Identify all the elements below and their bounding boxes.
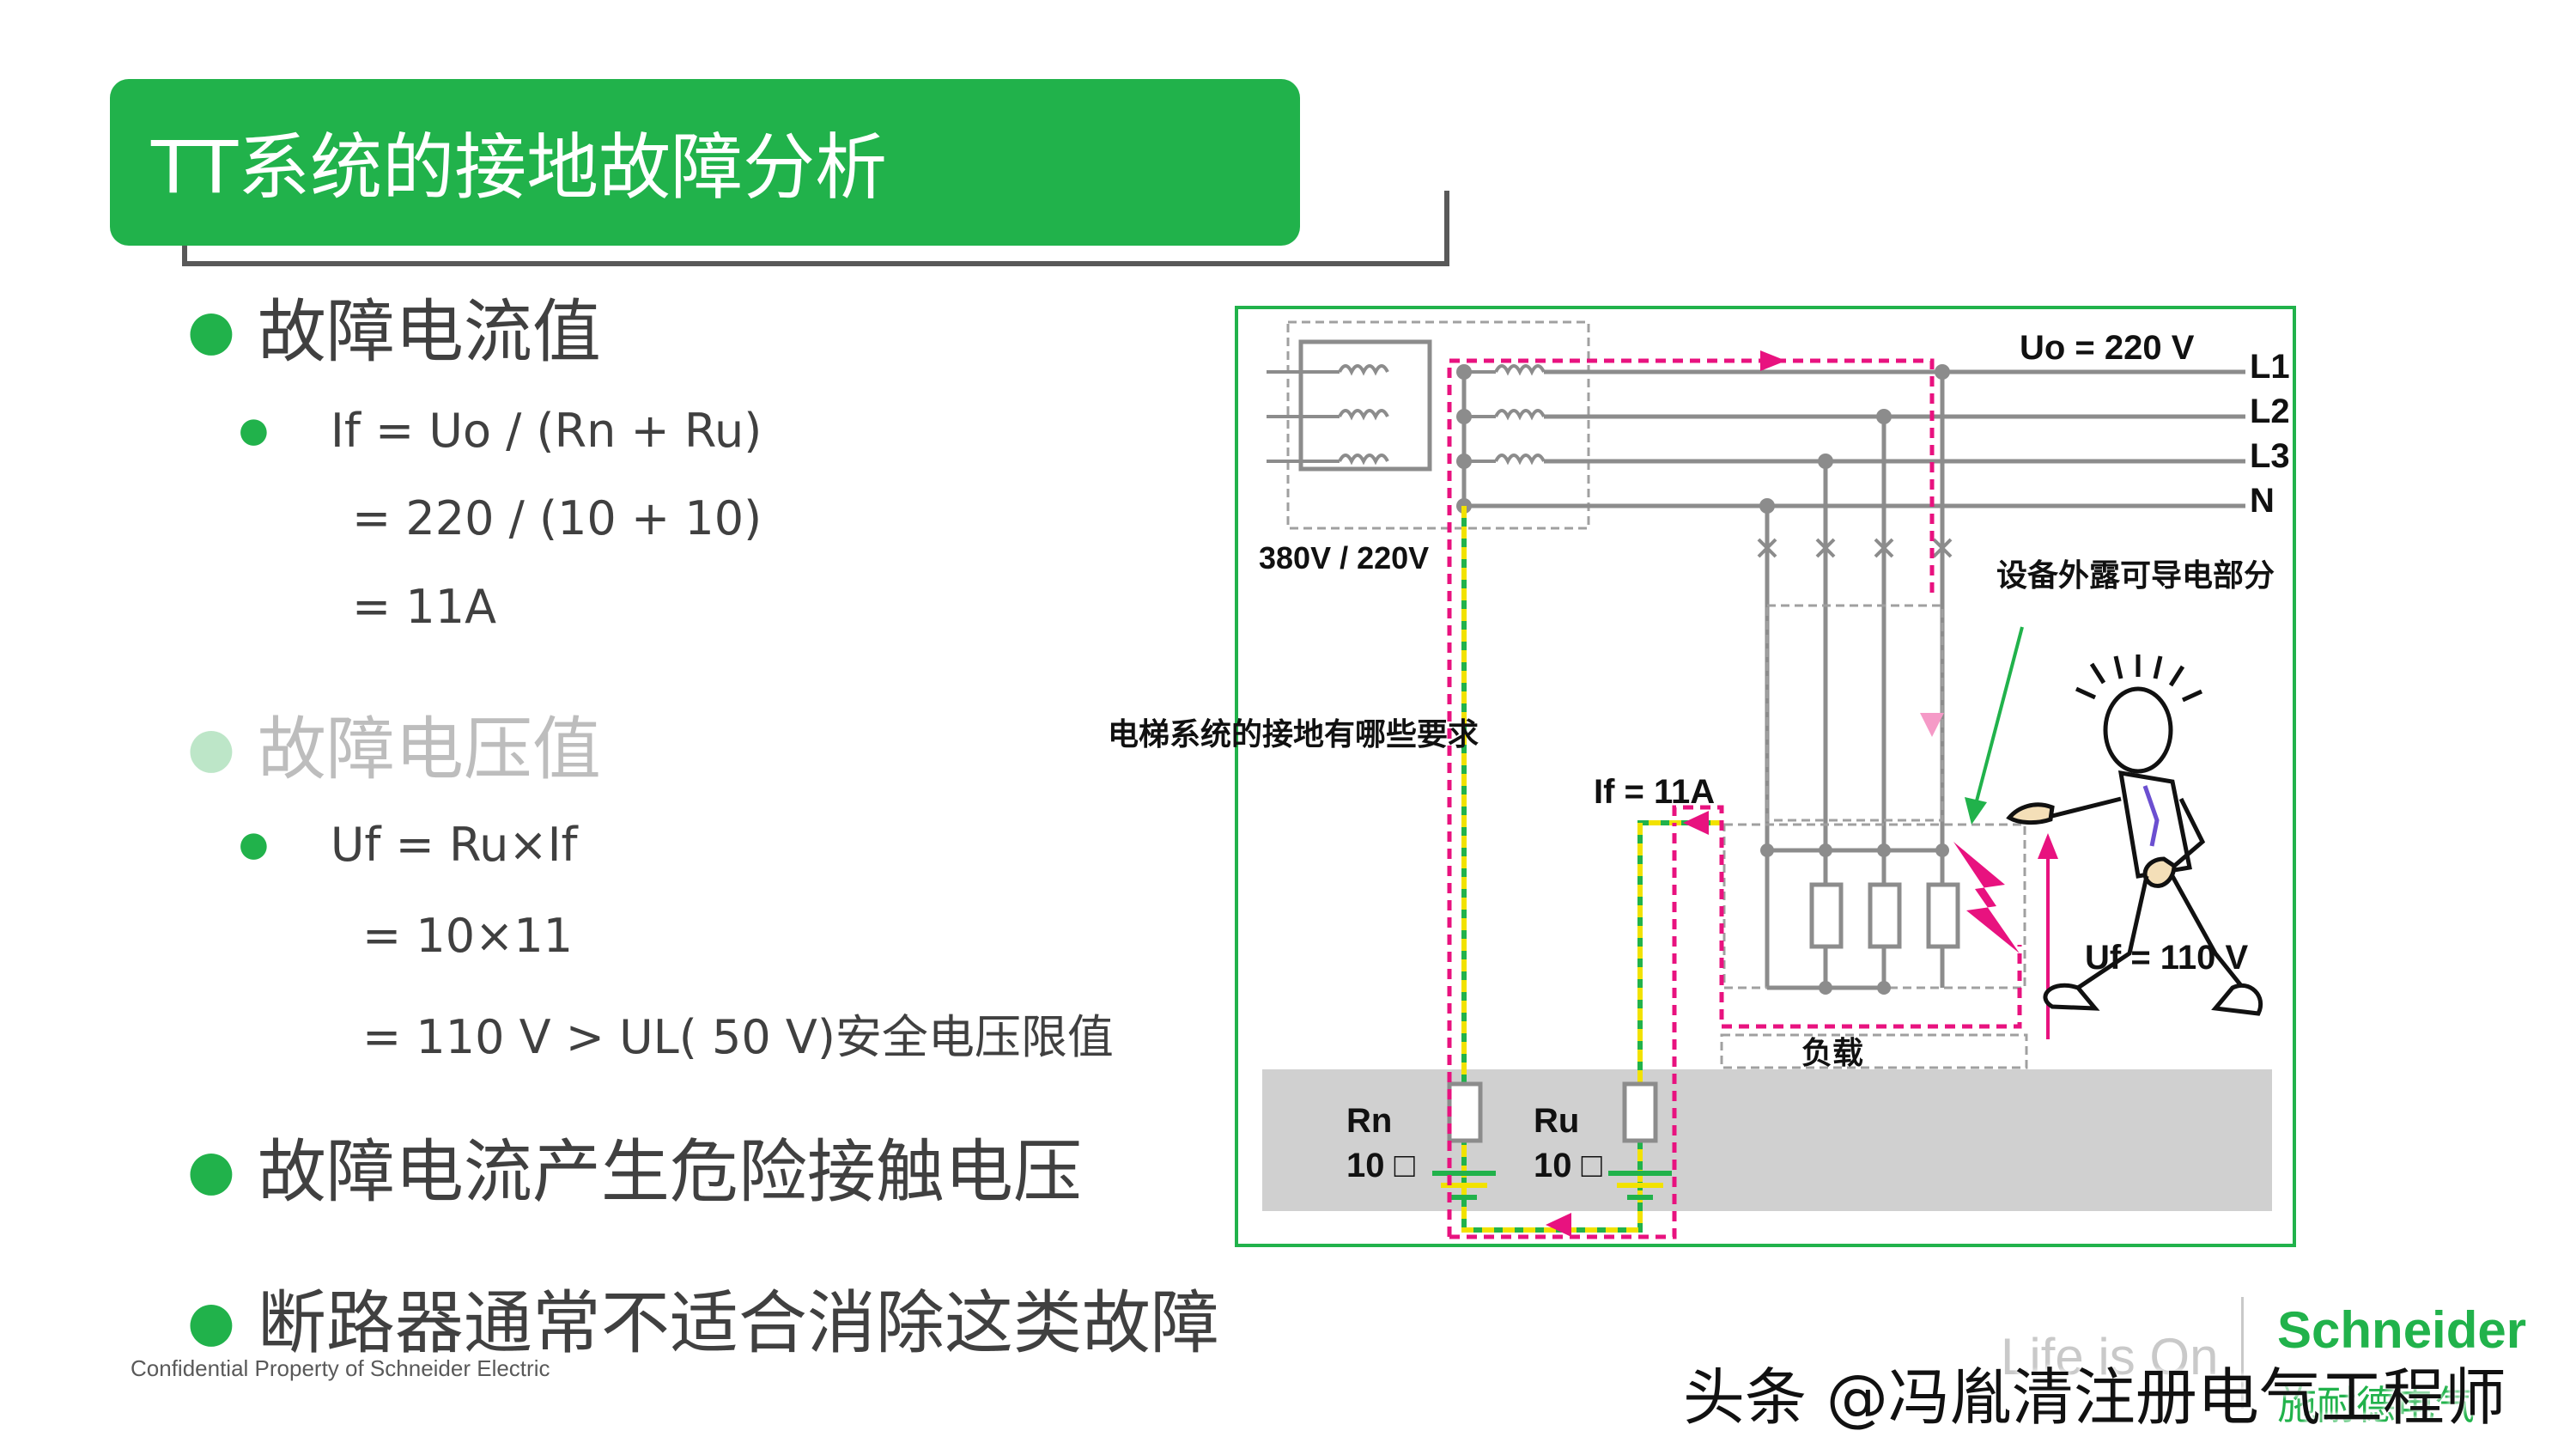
transformer-label: 380V / 220V (1259, 540, 1429, 575)
breaker-contacts (1757, 538, 1953, 558)
bullet-dot: ● (187, 299, 235, 362)
watermark-text: 头条 @冯胤清注册电气工程师 (1683, 1361, 2506, 1434)
formula-if: ●If = Uo / (Rn + Ru) (239, 404, 762, 458)
brand-logo: Schneider (2277, 1301, 2527, 1359)
fault-arrow-right (1760, 350, 1786, 371)
formula-uf: ●Uf = Ru×If (239, 818, 578, 872)
bullet-fault-voltage: ●故障电压值 (187, 709, 601, 789)
l3-label: L3 (2250, 437, 2290, 475)
bullet-dot: ● (187, 1290, 235, 1354)
l1-label: L1 (2250, 348, 2290, 386)
bullet-fault-current: ●故障电流值 (187, 292, 601, 372)
ru-label: Ru (1534, 1102, 1579, 1140)
title-bar: TT系统的接地故障分析 (110, 79, 1300, 246)
load-dots (1760, 843, 1949, 995)
fault-arrow-down (1920, 713, 1944, 737)
fault-current-path (1447, 358, 2022, 1239)
bullet-dot: ● (239, 825, 269, 864)
voltage-arrow-head (2038, 833, 2058, 859)
rn-value: 10 □ (1346, 1147, 1415, 1184)
overlay-question: 电梯系统的接地有哪些要求 (1108, 717, 1479, 752)
bullet-dangerous-voltage: ●故障电流产生危险接触电压 (187, 1132, 1082, 1212)
formula-if-step2: = 220 / (10 + 10) (352, 491, 762, 545)
primary-winding-frame (1298, 339, 1432, 472)
bullet-breaker: ●断路器通常不适合消除这类故障 (187, 1283, 1219, 1363)
formula-if-result: = 11A (352, 580, 497, 634)
slogan-text: Life is On (2001, 1328, 2219, 1385)
logo-divider (2241, 1297, 2244, 1409)
transformer-box (1286, 320, 1590, 530)
load-resistors (1809, 882, 1960, 949)
phase-lines (1461, 369, 2245, 508)
l2-label: L2 (2250, 393, 2290, 430)
fault-arrow-return (1546, 1213, 1571, 1237)
bullet-dot: ● (187, 1139, 235, 1202)
uf-label: Uf = 110 V (2085, 939, 2248, 977)
formula-uf-result: = 110 V > UL( 50 V)安全电压限值 (362, 1010, 1114, 1064)
load-label-box (1720, 1033, 2028, 1069)
formula-uf-step2: = 10×11 (362, 909, 574, 963)
earth-symbols (1432, 1171, 1672, 1200)
load-label: 负载 (1801, 1036, 1863, 1071)
exposed-part-label: 设备外露可导电部分 (1996, 558, 2275, 594)
if-label: If = 11A (1594, 773, 1715, 811)
fault-arrow-left (1683, 811, 1709, 835)
ru-value: 10 □ (1534, 1147, 1602, 1184)
brand-subtitle: 施耐德电气 (2277, 1382, 2475, 1428)
bullet-dot: ● (239, 411, 269, 450)
rn-label: Rn (1346, 1102, 1392, 1140)
exposed-pointer-head (1965, 797, 1987, 825)
exposed-pointer-line (1973, 626, 2024, 808)
person-icon (2006, 654, 2263, 1016)
uo-label: Uo = 220 V (2020, 329, 2195, 367)
confidential-footer: Confidential Property of Schneider Elect… (131, 1355, 550, 1381)
n-label: N (2250, 482, 2275, 520)
fault-lightning-icon (1953, 842, 2020, 953)
page-title: TT系统的接地故障分析 (151, 125, 888, 210)
load-box (1722, 823, 2026, 989)
bullet-dot: ● (187, 716, 235, 780)
ground-area (1262, 1069, 2272, 1211)
